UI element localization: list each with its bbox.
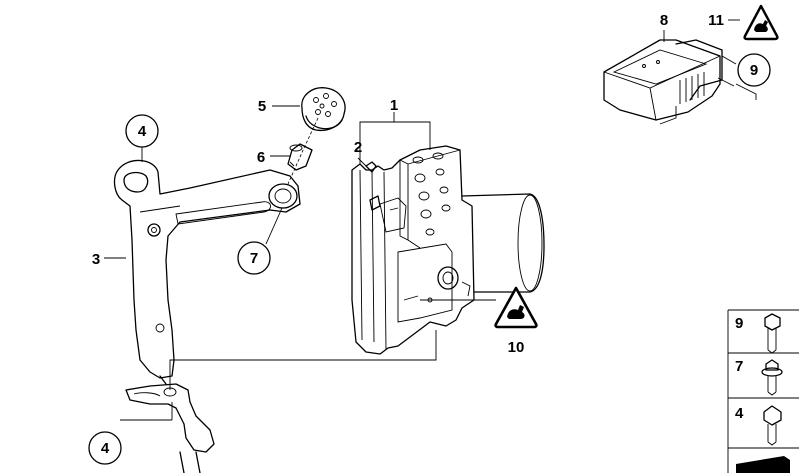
yaw-rate-sensor [603,39,737,125]
svg-text:7: 7 [250,250,258,267]
side-item-4[interactable]: 4 [735,405,782,446]
callout-2[interactable]: 2 [354,139,362,156]
callout-4-top[interactable]: 4 [125,114,159,148]
svg-text:4: 4 [138,123,147,140]
hex-bolt-icon [763,405,782,446]
side-item-9[interactable]: 9 [735,313,781,354]
warning-triangle-icon [494,286,538,329]
callout-7[interactable]: 7 [237,241,271,275]
warning-triangle-icon [743,4,779,41]
side-item-7[interactable]: 7 [735,358,783,396]
flange-bolt-icon [761,359,783,396]
callout-9[interactable]: 9 [737,53,771,87]
svg-text:4: 4 [735,405,744,422]
svg-text:9: 9 [735,315,743,332]
callout-4-bottom[interactable]: 4 [88,431,122,465]
wedge-bracket-icon [736,456,790,473]
long-bolt-icon [764,313,781,354]
svg-text:7: 7 [735,358,743,375]
callout-1[interactable]: 1 [390,97,398,114]
svg-text:9: 9 [750,62,758,79]
leader-lines [104,19,757,421]
callout-5[interactable]: 5 [258,98,266,115]
hydraulic-unit [351,145,545,355]
svg-text:4: 4 [101,440,110,457]
rubber-grommet-part [301,87,346,132]
assembly-axis-line [287,117,319,185]
mounting-bracket [113,159,301,473]
fastener-side-panel: 9 7 4 [727,309,799,473]
callout-11[interactable]: 11 [708,12,724,29]
spacer-sleeve-part [287,143,313,171]
callout-8[interactable]: 8 [660,12,668,29]
callout-10[interactable]: 10 [508,339,525,356]
callout-3[interactable]: 3 [92,251,100,268]
callout-6[interactable]: 6 [257,149,265,166]
